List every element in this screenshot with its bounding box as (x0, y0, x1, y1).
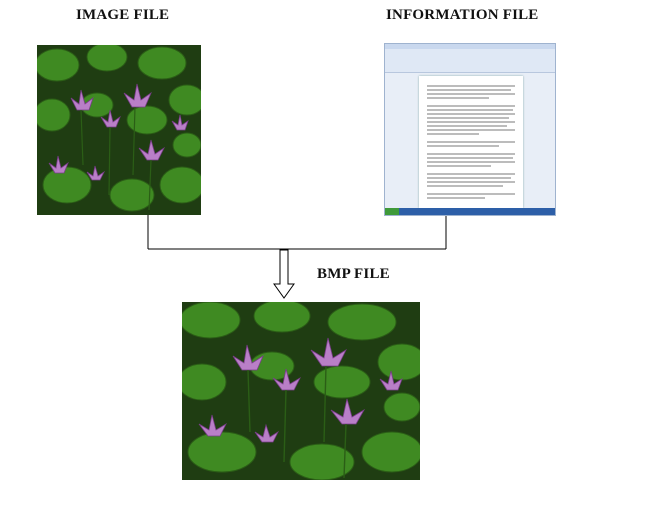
image-file-photo (37, 45, 201, 215)
down-arrow-icon (273, 249, 295, 299)
bmp-file-label: BMP FILE (317, 266, 390, 282)
document-toolbar (385, 44, 555, 73)
lotus-image (37, 45, 201, 215)
document-text-lines (427, 85, 515, 199)
image-file-label: IMAGE FILE (76, 7, 170, 23)
information-file-document (384, 43, 556, 216)
taskbar (385, 208, 555, 215)
bmp-lotus-image (182, 302, 420, 480)
document-page (419, 76, 523, 208)
information-file-label: INFORMATION FILE (386, 7, 539, 23)
bmp-file-photo (182, 302, 420, 480)
